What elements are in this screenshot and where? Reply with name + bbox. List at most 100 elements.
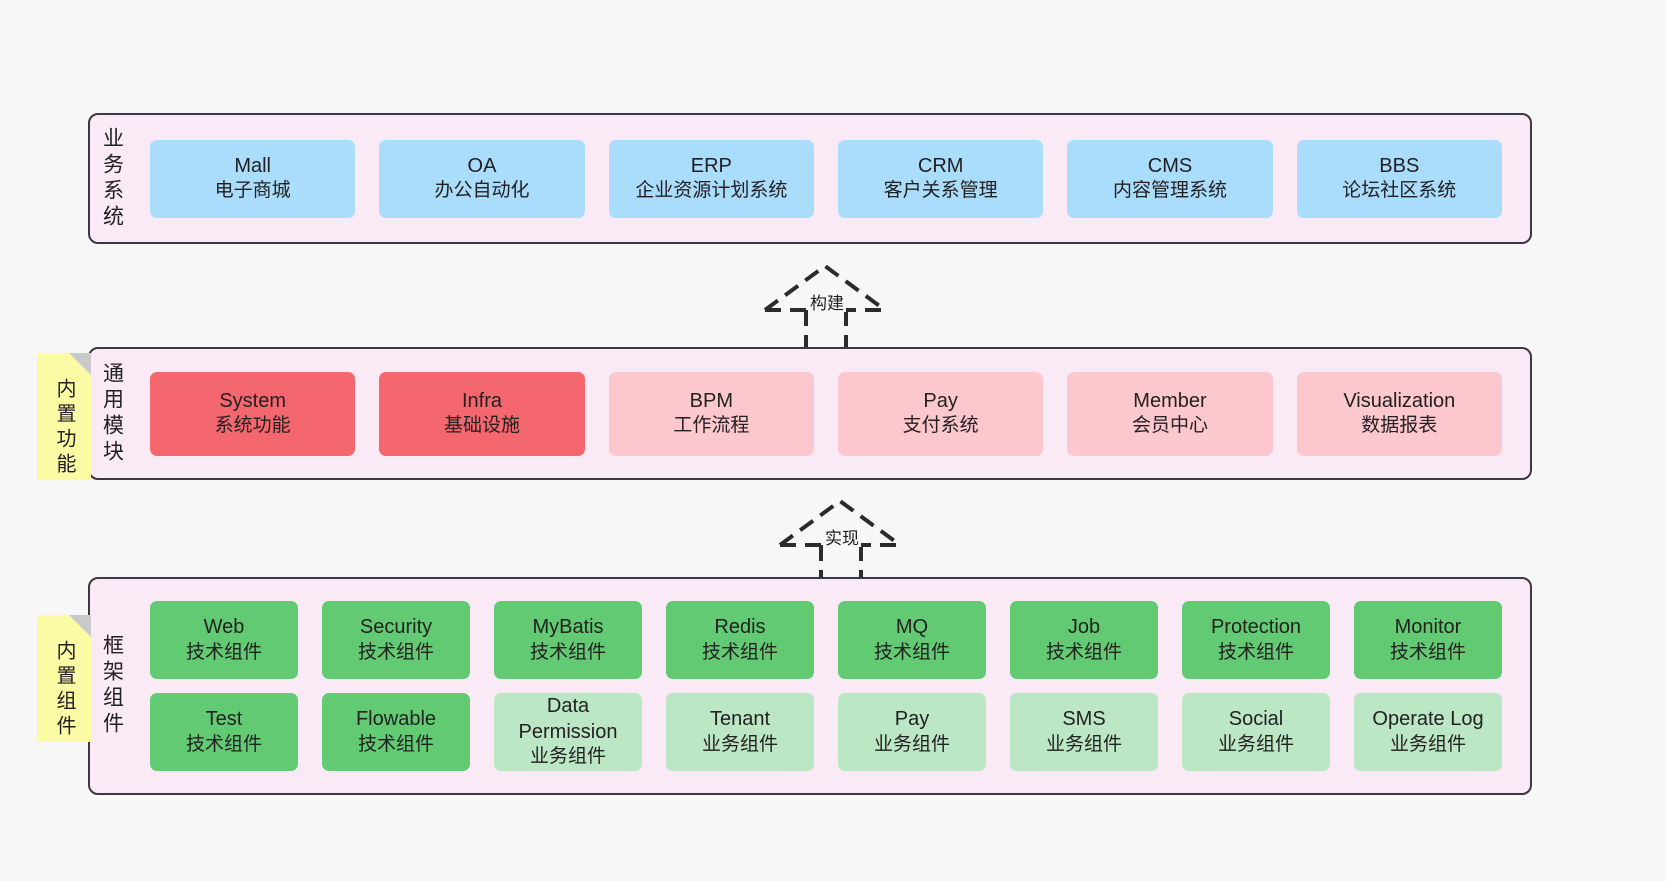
node-mq[interactable]: MQ 技术组件 (838, 601, 986, 679)
node-member[interactable]: Member 会员中心 (1067, 371, 1273, 456)
connector-implement: 实现 (775, 497, 925, 587)
node-test[interactable]: Test 技术组件 (150, 693, 298, 771)
node-title: OA (467, 154, 497, 177)
node-title: Tenant (709, 708, 771, 731)
connector-build: 构建 (760, 262, 910, 352)
connector-implement-label: 实现 (823, 529, 861, 548)
node-title: Flowable (355, 708, 437, 731)
node-subtitle: 基础设施 (443, 415, 520, 437)
node-mybatis[interactable]: MyBatis 技术组件 (494, 601, 642, 679)
node-subtitle: 技术组件 (1045, 641, 1122, 663)
node-subtitle: 企业资源计划系统 (635, 180, 788, 202)
node-subtitle: 业务组件 (1217, 733, 1294, 755)
node-title: Redis (714, 616, 766, 639)
framework-row-technical: Web 技术组件 Security 技术组件 MyBatis 技术组件 Redi… (138, 601, 1514, 679)
node-title: MyBatis (532, 616, 604, 639)
node-subtitle: 内容管理系统 (1112, 180, 1227, 202)
node-cms[interactable]: CMS 内容管理系统 (1067, 139, 1273, 218)
node-title: MQ (895, 616, 929, 639)
node-subtitle: 技术组件 (701, 641, 778, 663)
layer-framework-components: 框架组件 Web 技术组件 Security 技术组件 MyBatis 技术组件… (88, 577, 1532, 795)
node-tenant[interactable]: Tenant 业务组件 (666, 693, 814, 771)
node-subtitle: 技术组件 (357, 733, 434, 755)
node-flowable[interactable]: Flowable 技术组件 (322, 693, 470, 771)
node-subtitle: 支付系统 (902, 415, 979, 437)
node-bbs[interactable]: BBS 论坛社区系统 (1296, 139, 1502, 218)
node-subtitle: 业务组件 (873, 733, 950, 755)
node-subtitle: 系统功能 (214, 415, 291, 437)
node-title: Mall (234, 154, 271, 177)
layer-body-business-systems: Mall 电子商城 OA 办公自动化 ERP 企业资源计划系统 CRM 客户关系… (134, 115, 1530, 242)
node-title: Member (1133, 389, 1207, 412)
page-fold-icon (69, 353, 91, 375)
node-title: BPM (689, 389, 733, 412)
node-title: Security (359, 616, 433, 639)
node-subtitle: 数据报表 (1361, 415, 1438, 437)
sticky-note-label: 内置组件 (53, 639, 75, 740)
node-title: Pay (894, 708, 930, 731)
node-title: Data Permission (518, 695, 618, 743)
node-subtitle: 技术组件 (357, 641, 434, 663)
node-protection[interactable]: Protection 技术组件 (1182, 601, 1330, 679)
node-subtitle: 技术组件 (873, 641, 950, 663)
node-redis[interactable]: Redis 技术组件 (666, 601, 814, 679)
node-subtitle: 论坛社区系统 (1342, 180, 1457, 202)
node-subtitle: 办公自动化 (434, 180, 530, 202)
layer-title-common-modules: 通用模块 (100, 361, 124, 466)
node-subtitle: 业务组件 (701, 733, 778, 755)
node-oa[interactable]: OA 办公自动化 (379, 139, 585, 218)
node-subtitle: 技术组件 (1217, 641, 1294, 663)
node-title: System (219, 389, 286, 412)
node-web[interactable]: Web 技术组件 (150, 601, 298, 679)
node-system[interactable]: System 系统功能 (150, 371, 356, 456)
node-subtitle: 技术组件 (185, 641, 262, 663)
node-title: Test (205, 708, 243, 731)
node-crm[interactable]: CRM 客户关系管理 (837, 139, 1044, 218)
node-subtitle: 业务组件 (1389, 733, 1466, 755)
node-title: CRM (917, 154, 964, 177)
node-title: Visualization (1343, 389, 1456, 412)
node-pay-module[interactable]: Pay 支付系统 (837, 371, 1044, 456)
node-pay-component[interactable]: Pay 业务组件 (838, 693, 986, 771)
node-subtitle: 电子商城 (214, 180, 291, 202)
node-security[interactable]: Security 技术组件 (322, 601, 470, 679)
layer-business-systems: 业务系统 Mall 电子商城 OA 办公自动化 ERP 企业资源计划系统 CRM… (88, 113, 1532, 244)
node-subtitle: 技术组件 (1389, 641, 1466, 663)
node-title: Infra (461, 389, 502, 412)
node-mall[interactable]: Mall 电子商城 (150, 139, 356, 218)
connector-build-label: 构建 (808, 294, 846, 313)
node-title: Monitor (1394, 616, 1462, 639)
node-subtitle: 工作流程 (673, 415, 750, 437)
node-data-permission[interactable]: Data Permission 业务组件 (494, 693, 642, 771)
node-subtitle: 技术组件 (185, 733, 262, 755)
layer-title-framework-components: 框架组件 (100, 634, 124, 738)
sticky-note-builtin-component: 内置组件 (37, 615, 91, 742)
node-title: BBS (1379, 154, 1420, 177)
node-subtitle: 会员中心 (1131, 415, 1208, 437)
node-title: Pay (923, 389, 958, 412)
node-title: Protection (1210, 616, 1302, 639)
sticky-note-label: 内置功能 (53, 377, 75, 478)
node-title: Social (1228, 708, 1284, 731)
page-fold-icon (69, 615, 91, 637)
node-subtitle: 业务组件 (529, 746, 606, 768)
node-infra[interactable]: Infra 基础设施 (379, 371, 585, 456)
node-social[interactable]: Social 业务组件 (1182, 693, 1330, 771)
node-bpm[interactable]: BPM 工作流程 (608, 371, 814, 456)
node-title: Job (1067, 616, 1101, 639)
node-title: Operate Log (1372, 708, 1484, 731)
node-subtitle: 技术组件 (529, 641, 606, 663)
layer-body-common-modules: System 系统功能 Infra 基础设施 BPM 工作流程 Pay 支付系统… (134, 349, 1530, 478)
layer-common-modules: 通用模块 System 系统功能 Infra 基础设施 BPM 工作流程 Pay… (88, 347, 1532, 480)
node-operate-log[interactable]: Operate Log 业务组件 (1354, 693, 1502, 771)
node-job[interactable]: Job 技术组件 (1010, 601, 1158, 679)
node-subtitle: 业务组件 (1045, 733, 1122, 755)
node-title: SMS (1062, 708, 1106, 731)
node-sms[interactable]: SMS 业务组件 (1010, 693, 1158, 771)
node-erp[interactable]: ERP 企业资源计划系统 (608, 139, 814, 218)
node-visualization[interactable]: Visualization 数据报表 (1296, 371, 1502, 456)
node-monitor[interactable]: Monitor 技术组件 (1354, 601, 1502, 679)
node-subtitle: 客户关系管理 (883, 180, 998, 202)
node-title: CMS (1147, 154, 1193, 177)
